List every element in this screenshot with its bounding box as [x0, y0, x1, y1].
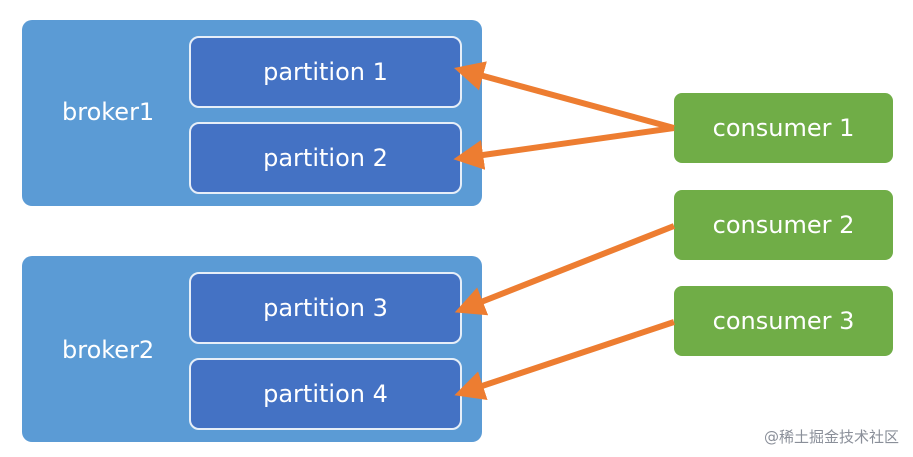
consumer-1: consumer 1 — [674, 93, 893, 163]
watermark: @稀土掘金技术社区 — [763, 428, 899, 446]
partition-3: partition 3 — [189, 272, 462, 344]
broker-2-label: broker2 — [62, 336, 155, 364]
arrow-consumer1-partition2 — [453, 125, 675, 170]
consumer-2: consumer 2 — [674, 190, 893, 260]
consumer-3: consumer 3 — [674, 286, 893, 356]
arrow-consumer3-partition4 — [454, 319, 675, 400]
partition-2: partition 2 — [189, 122, 462, 194]
partition-1: partition 1 — [189, 36, 462, 108]
broker-1-label: broker1 — [62, 98, 155, 126]
arrow-consumer2-partition3 — [454, 223, 676, 316]
partition-4: partition 4 — [189, 358, 462, 430]
arrow-consumer1-partition1 — [454, 61, 675, 131]
broker-1-box: broker1 partition 1 partition 2 — [22, 20, 482, 206]
broker-2-box: broker2 partition 3 partition 4 — [22, 256, 482, 442]
